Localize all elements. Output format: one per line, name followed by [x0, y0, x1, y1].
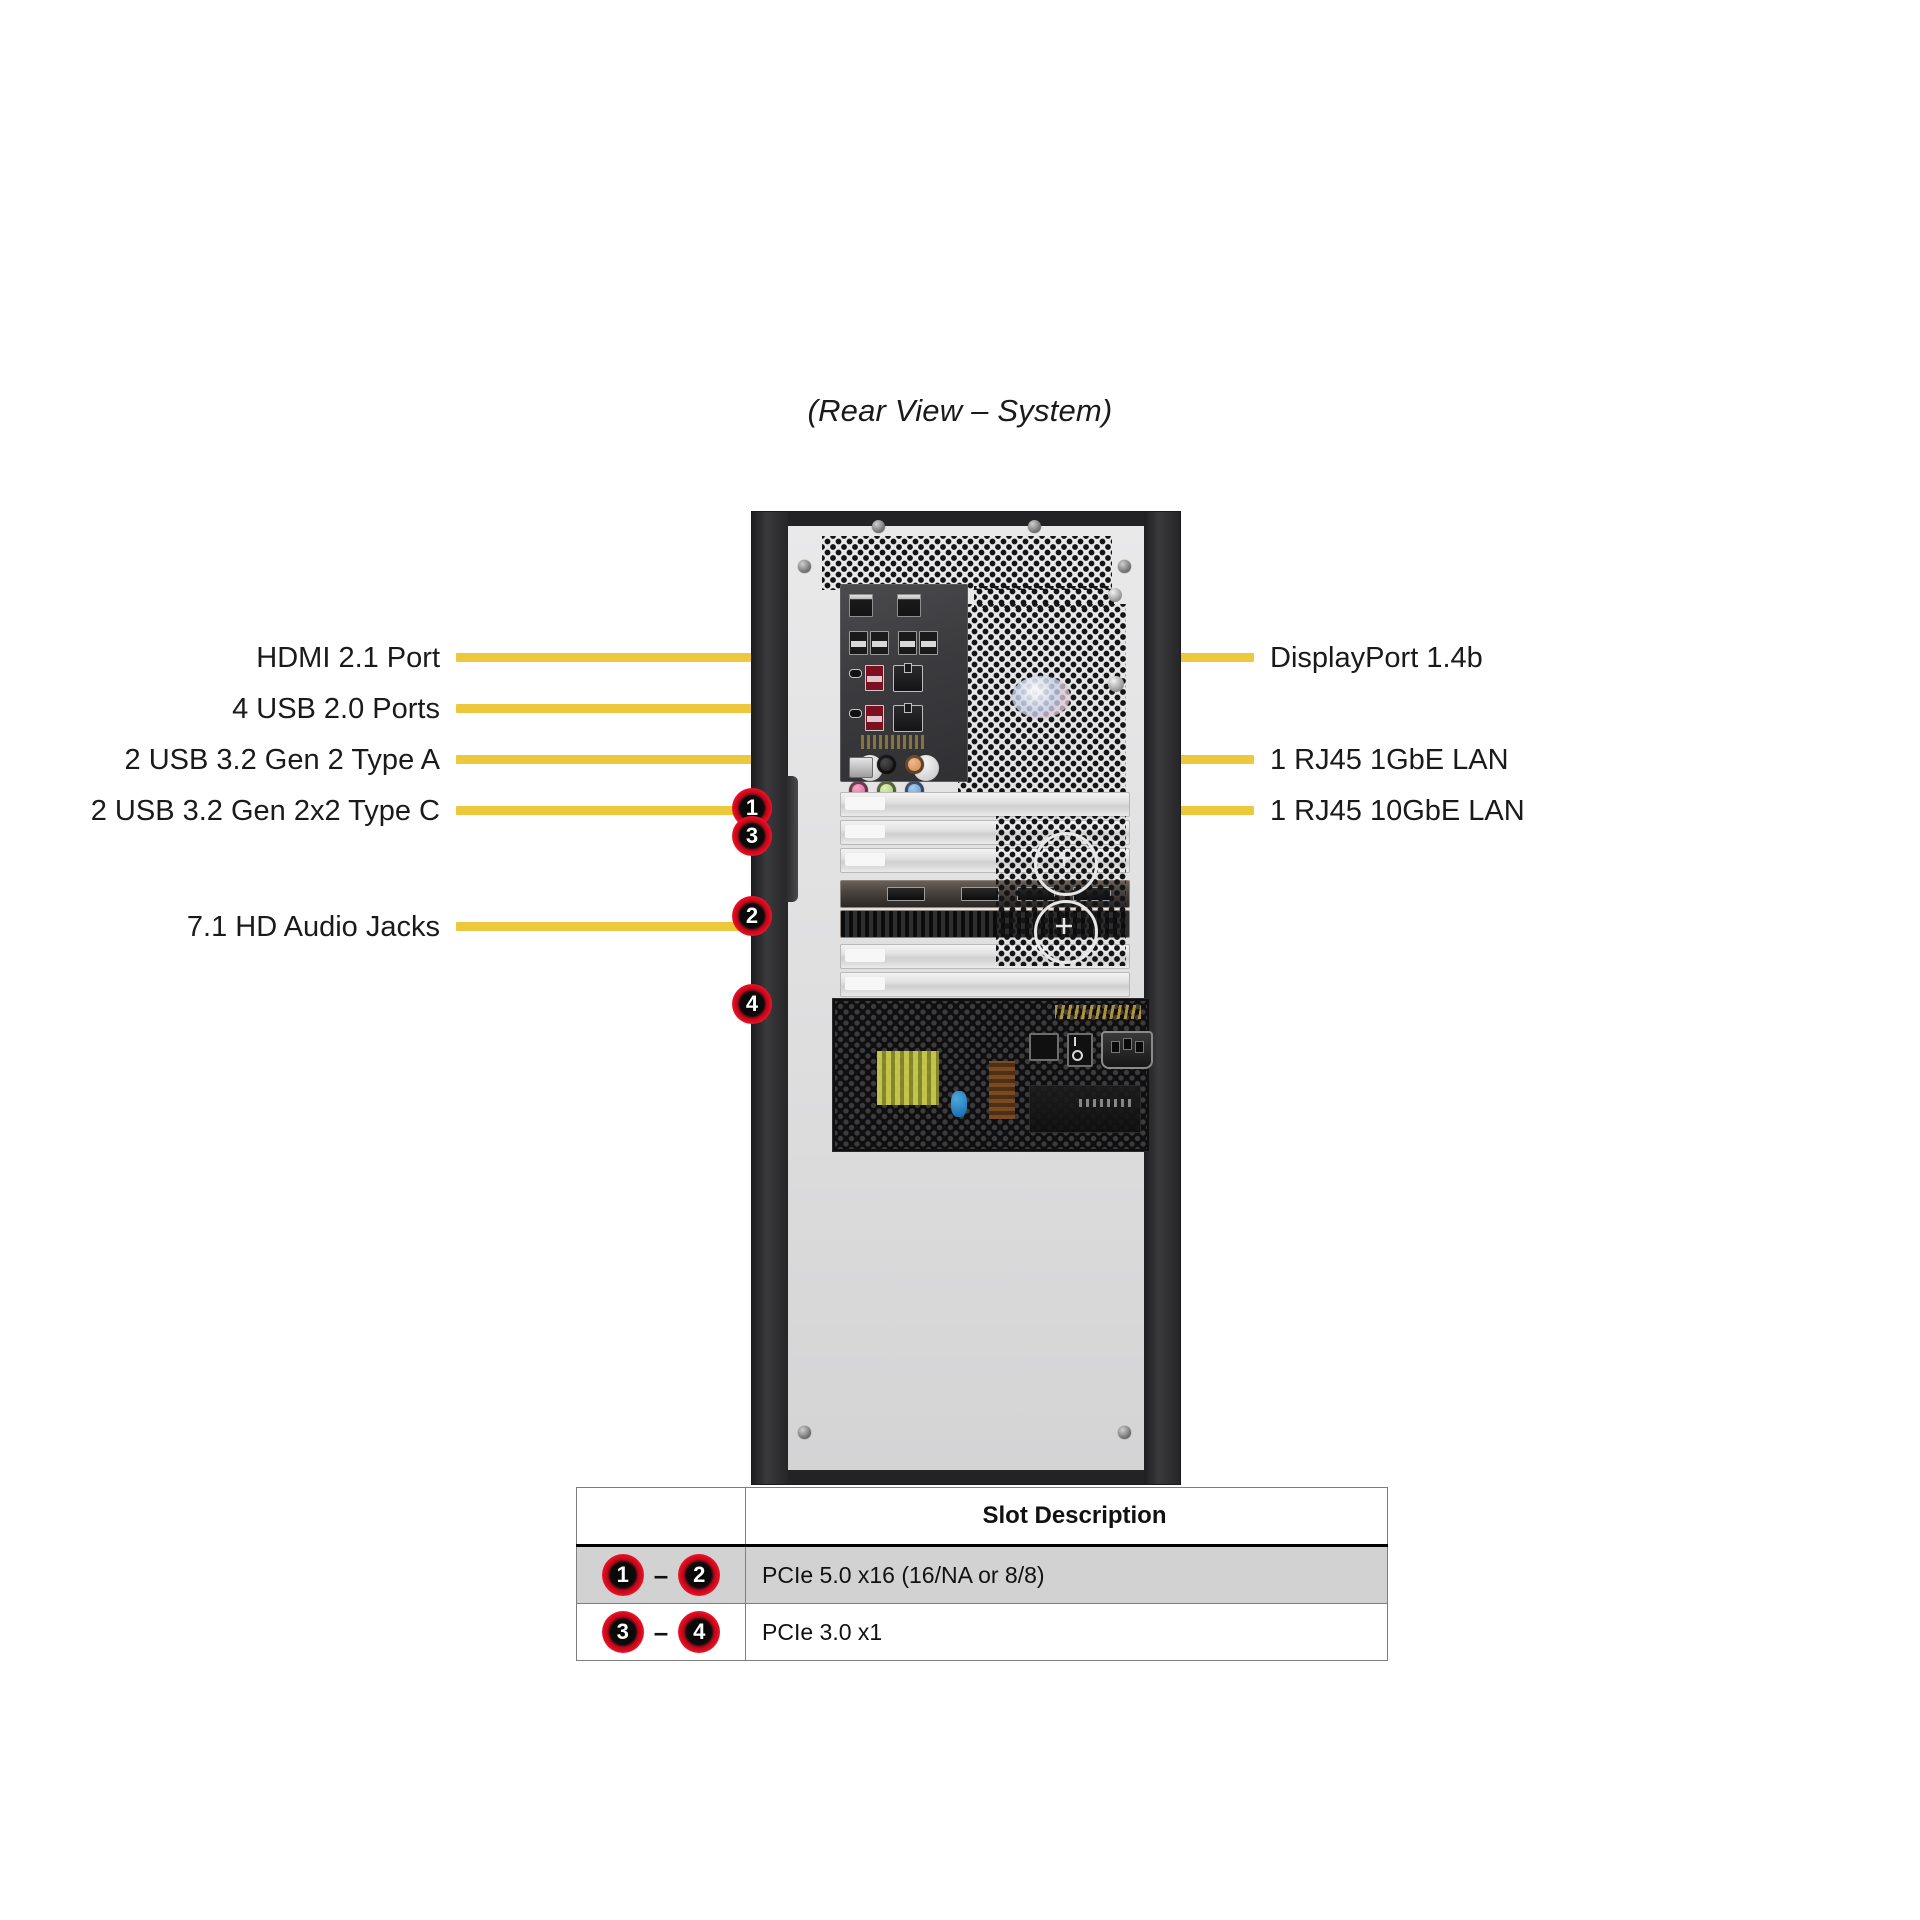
leader-line-audio: [456, 922, 816, 931]
callout-label-lan-1gbe: 1 RJ45 1GbE LAN: [1270, 744, 1509, 776]
leader-line-usb32-gen2x2-c: [456, 806, 808, 815]
usb-3-2-gen2-type-a-port[interactable]: [865, 665, 884, 691]
leader-line-hdmi: [456, 653, 836, 662]
thumbscrew[interactable]: [1028, 520, 1041, 533]
callout-label-audio: 7.1 HD Audio Jacks: [186, 911, 440, 943]
table-badge-3: 3: [601, 1611, 644, 1653]
chassis-right-rail: [1144, 512, 1180, 1484]
hdmi-port[interactable]: [849, 594, 873, 617]
table-cell-description: PCIe 5.0 x16 (16/NA or 8/8): [745, 1545, 1388, 1604]
slot-cover-1[interactable]: [840, 792, 1130, 817]
psu-label: [1029, 1085, 1141, 1133]
fan-ring-upper: [1034, 832, 1098, 896]
table-cell-badges: 3 – 4: [576, 1603, 746, 1661]
chassis-handle[interactable]: [786, 776, 798, 902]
cpu-exhaust-grille-top: [974, 586, 1114, 608]
psu-capacitor: [951, 1091, 967, 1117]
top-vent-grille: [822, 536, 1112, 590]
slot-cover-4[interactable]: [840, 972, 1130, 997]
psu-coil: [989, 1061, 1015, 1119]
gpu-displayport-out[interactable]: [961, 887, 999, 901]
leader-line-usb20: [456, 704, 806, 713]
panel-screw: [1108, 588, 1122, 602]
usb-3-2-gen2x2-type-c-port[interactable]: [865, 705, 884, 731]
audio-jack-black[interactable]: [877, 755, 896, 774]
table-badge-2: 2: [678, 1554, 721, 1596]
page-title: (Rear View – System): [807, 393, 1113, 428]
rj45-10gbe-lan-port[interactable]: [893, 703, 923, 732]
panel-screw: [1108, 676, 1124, 692]
psu-power-switch[interactable]: [1067, 1033, 1093, 1067]
usb-2-0-port[interactable]: [849, 631, 868, 655]
table-header-badge-col: [576, 1487, 746, 1547]
callout-label-usb32-gen2-a: 2 USB 3.2 Gen 2 Type A: [124, 744, 440, 776]
psu-transformer: [877, 1051, 939, 1105]
thumbscrew[interactable]: [1118, 1426, 1131, 1439]
callout-label-hdmi: HDMI 2.1 Port: [256, 642, 440, 674]
motherboard-io-shield: [840, 584, 968, 800]
usb-type-c-port[interactable]: [849, 669, 862, 678]
spdif-optical-port[interactable]: [849, 757, 873, 778]
power-supply-unit: [832, 998, 1153, 1152]
chassis-bottom-bar: [752, 1470, 1180, 1484]
callout-label-usb32-gen2x2-c: 2 USB 3.2 Gen 2x2 Type C: [90, 795, 440, 827]
slot-badge-4: 4: [732, 984, 772, 1024]
table-badge-1: 1: [601, 1554, 644, 1596]
slot-badge-2: 2: [732, 896, 772, 936]
thumbscrew[interactable]: [798, 1426, 811, 1439]
thumbscrew[interactable]: [872, 520, 885, 533]
hologram-sticker: [1012, 676, 1070, 718]
fan-ring-lower: [1034, 900, 1098, 964]
chassis-rear-panel: [786, 520, 1153, 1470]
table-cell-description: PCIe 3.0 x1: [745, 1603, 1388, 1661]
rj45-1gbe-lan-port[interactable]: [893, 663, 923, 692]
psu-wire: [1055, 1005, 1141, 1019]
table-header-description: Slot Description: [745, 1487, 1388, 1547]
table-row: 1 – 2 PCIe 5.0 x16 (16/NA or 8/8): [576, 1545, 1388, 1604]
psu-vent-cutout: [1029, 1033, 1059, 1061]
table-row: 3 – 4 PCIe 3.0 x1: [576, 1603, 1388, 1661]
callout-label-displayport: DisplayPort 1.4b: [1270, 642, 1483, 674]
iec-power-socket[interactable]: [1101, 1031, 1153, 1069]
badge-range-dash: –: [653, 1617, 669, 1647]
io-silkscreen: [861, 735, 927, 749]
gpu-displayport-out[interactable]: [887, 887, 925, 901]
chassis-top-bar: [752, 512, 1180, 528]
displayport-port[interactable]: [897, 594, 921, 617]
callout-label-usb20: 4 USB 2.0 Ports: [232, 693, 440, 725]
thumbscrew[interactable]: [798, 560, 811, 573]
slot-description-table: Slot Description 1 – 2 PCIe 5.0 x16 (16/…: [576, 1487, 1388, 1661]
switch-i-mark: [1074, 1037, 1076, 1046]
slot-badge-3: 3: [732, 816, 772, 856]
table-cell-badges: 1 – 2: [576, 1545, 746, 1604]
usb-2-0-port[interactable]: [870, 631, 889, 655]
table-header-row: Slot Description: [576, 1487, 1388, 1547]
thumbscrew[interactable]: [1118, 560, 1131, 573]
usb-2-0-port[interactable]: [898, 631, 917, 655]
badge-range-dash: –: [653, 1560, 669, 1590]
psu-label-text: [1079, 1099, 1131, 1107]
usb-2-0-port[interactable]: [919, 631, 938, 655]
audio-jack-orange[interactable]: [905, 755, 924, 774]
system-rear-chassis: [752, 512, 1180, 1484]
leader-line-usb32-gen2-a: [456, 755, 808, 764]
callout-label-lan-10gbe: 1 RJ45 10GbE LAN: [1270, 795, 1525, 827]
table-badge-4: 4: [678, 1611, 721, 1653]
usb-type-c-port[interactable]: [849, 709, 862, 718]
switch-o-mark: [1072, 1050, 1083, 1061]
